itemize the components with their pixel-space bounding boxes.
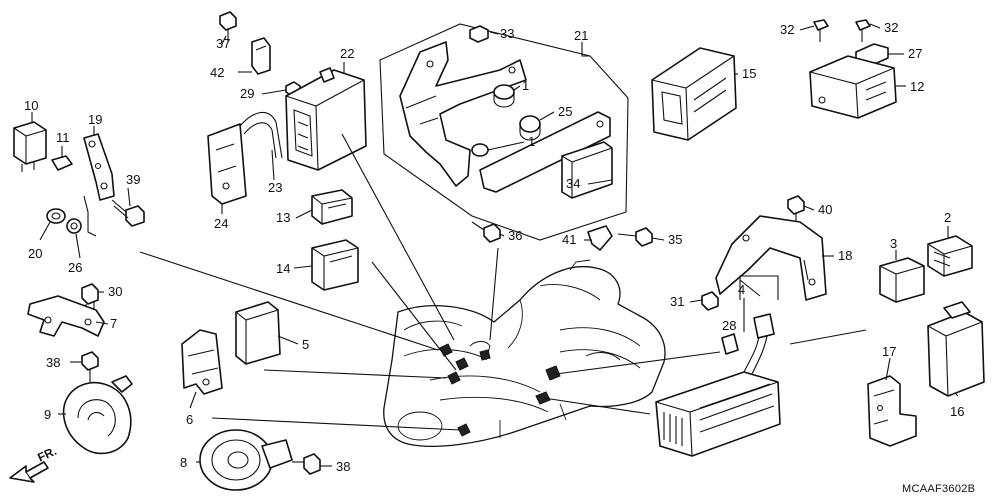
grommet-part-25 — [519, 115, 541, 141]
grommet-part-26 — [66, 218, 82, 234]
label-33: 33 — [500, 26, 514, 41]
label-25: 25 — [558, 104, 572, 119]
diagram-code: MCAAF3602B — [902, 483, 975, 495]
leader-lines — [139, 133, 867, 431]
label-1-lower: 1 — [528, 134, 535, 149]
nut-part-20 — [46, 208, 66, 224]
label-9: 9 — [44, 407, 51, 422]
label-29: 29 — [240, 86, 254, 101]
cover-part-2 — [927, 235, 973, 277]
frame-group-21 — [379, 23, 629, 241]
bolt-part-31 — [701, 291, 719, 311]
label-6: 6 — [186, 412, 193, 427]
horn-part-8 — [199, 429, 293, 491]
clip-part-42 — [251, 37, 271, 75]
clamp-part-41 — [587, 225, 613, 251]
grommet-part-1-upper — [493, 84, 515, 108]
bolt-part-38-left — [81, 351, 99, 382]
label-11: 11 — [56, 130, 70, 145]
label-8: 8 — [180, 455, 187, 470]
bracket-part-19 — [83, 133, 115, 201]
label-2: 2 — [944, 210, 951, 225]
label-23: 23 — [268, 180, 282, 195]
bolt-part-39 — [111, 199, 145, 227]
label-4: 4 — [738, 282, 745, 297]
connector-part-13 — [311, 189, 353, 225]
grommet-part-1-lower — [471, 143, 489, 157]
label-21: 21 — [574, 28, 588, 43]
label-3: 3 — [890, 236, 897, 251]
unit-part-12 — [809, 55, 897, 119]
bracket-part-6 — [181, 329, 223, 395]
module-part-22 — [285, 67, 367, 171]
horn-part-9 — [62, 375, 133, 455]
motorcycle-silhouette — [383, 259, 666, 447]
label-37: 37 — [216, 36, 230, 51]
relay-part-3 — [879, 257, 925, 303]
label-31: 31 — [670, 294, 684, 309]
wire-part-23 — [239, 111, 283, 159]
label-13: 13 — [276, 210, 290, 225]
screw-part-32-left — [813, 19, 829, 42]
bolt-part-37 — [219, 11, 237, 42]
label-42: 42 — [210, 65, 224, 80]
label-15: 15 — [742, 66, 756, 81]
label-27: 27 — [908, 46, 922, 61]
label-36: 36 — [508, 228, 522, 243]
label-16: 16 — [950, 404, 964, 419]
ecu-part-15 — [651, 47, 737, 141]
cover-part-5 — [235, 301, 281, 365]
pad-part-34 — [561, 141, 613, 199]
label-stubs — [31, 23, 959, 467]
bracket-part-7 — [27, 295, 105, 337]
relay-part-10 — [13, 121, 47, 172]
bracket-part-24 — [207, 123, 247, 205]
bolt-part-35 — [617, 227, 653, 247]
screw-part-32-right — [855, 19, 871, 42]
label-34: 34 — [566, 176, 580, 191]
label-38-left: 38 — [46, 355, 60, 370]
label-32-left: 32 — [780, 22, 794, 37]
label-19: 19 — [88, 112, 102, 127]
bracket-part-18 — [715, 215, 827, 301]
label-35: 35 — [668, 232, 682, 247]
bolt-part-36 — [471, 221, 501, 243]
unit-part-16 — [927, 301, 985, 397]
label-18: 18 — [838, 248, 852, 263]
label-1-upper: 1 — [522, 78, 529, 93]
nut-part-33 — [469, 25, 489, 43]
label-40: 40 — [818, 202, 832, 217]
front-arrow-icon — [9, 461, 49, 483]
label-30: 30 — [108, 284, 122, 299]
label-7: 7 — [110, 316, 117, 331]
label-20: 20 — [28, 246, 42, 261]
label-12: 12 — [910, 79, 924, 94]
label-5: 5 — [302, 337, 309, 352]
label-28: 28 — [722, 318, 736, 333]
label-14: 14 — [276, 261, 290, 276]
frame-part-21 — [399, 41, 611, 193]
label-24: 24 — [214, 216, 228, 231]
regulator-part-4 — [655, 313, 781, 457]
front-marker: FR. — [35, 444, 58, 465]
label-41: 41 — [562, 232, 576, 247]
label-26: 26 — [68, 260, 82, 275]
label-38-bottom: 38 — [336, 459, 350, 474]
label-10: 10 — [24, 98, 38, 113]
clip-part-28 — [721, 333, 739, 355]
bracket-part-17 — [867, 375, 917, 447]
label-32-right: 32 — [884, 20, 898, 35]
label-17: 17 — [882, 344, 896, 359]
pad-part-11 — [51, 155, 73, 171]
bolt-part-38-bottom — [292, 453, 321, 475]
label-22: 22 — [340, 46, 354, 61]
label-39: 39 — [126, 172, 140, 187]
connector-part-14 — [311, 239, 359, 291]
